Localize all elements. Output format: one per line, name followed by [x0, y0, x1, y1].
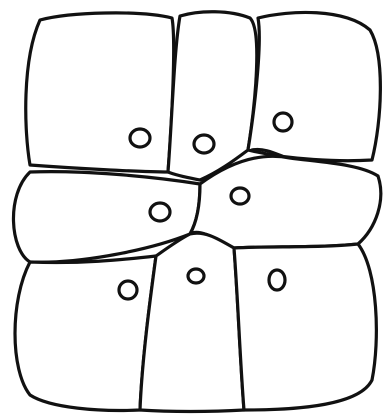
nucleus-lower-left [119, 281, 137, 299]
cell-group [13, 12, 380, 412]
cell-upper-middle [168, 12, 257, 180]
nucleus-middle-right [231, 188, 249, 204]
nucleus-lower-middle [188, 269, 204, 283]
nucleus-upper-middle [194, 135, 214, 153]
cell-upper-right [248, 12, 380, 160]
nucleus-middle-left [150, 203, 170, 221]
nucleus-upper-left [130, 129, 150, 147]
cell-lower-right [234, 244, 376, 410]
nucleus-upper-right [274, 113, 292, 131]
cell-lower-left [15, 256, 156, 410]
cell-upper-left [26, 13, 174, 172]
cell-lower-middle [140, 233, 244, 411]
nucleus-lower-right [269, 270, 285, 290]
